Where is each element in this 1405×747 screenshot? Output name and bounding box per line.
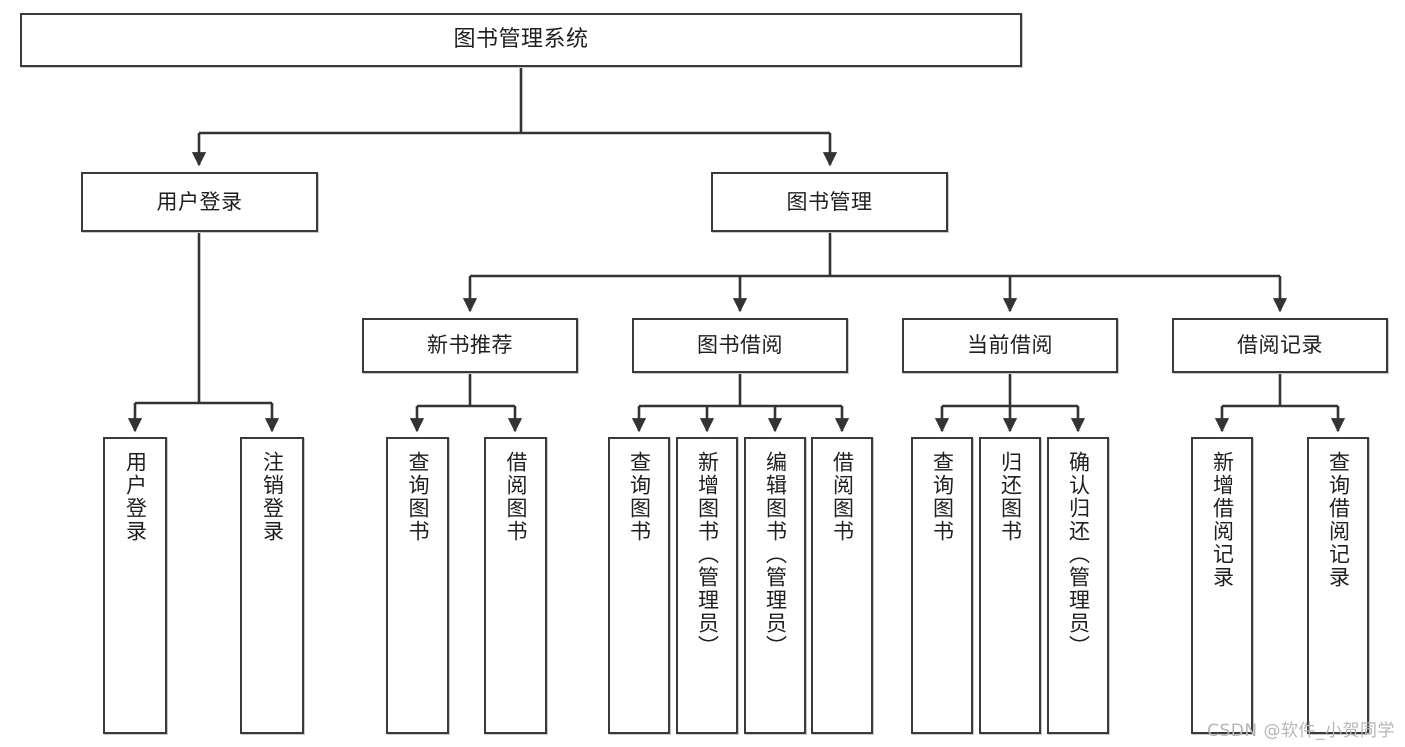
leaf-query-record[interactable]: 查询借阅记录 (1307, 437, 1369, 734)
leaf-logout-login[interactable]: 注销登录 (240, 437, 304, 734)
node-label: 确认归还（管理员） (1066, 451, 1091, 658)
leaf-return-book[interactable]: 归还图书 (979, 437, 1041, 734)
node-label: 用户登录 (123, 451, 148, 543)
node-borrow-record[interactable]: 借阅记录 (1172, 318, 1388, 373)
node-label: 注销登录 (260, 451, 285, 543)
node-user-login[interactable]: 用户登录 (81, 172, 318, 232)
leaf-user-login[interactable]: 用户登录 (103, 437, 167, 734)
leaf-edit-book[interactable]: 编辑图书（管理员） (744, 437, 806, 734)
node-label: 图书管理 (786, 189, 873, 214)
node-label: 新书推荐 (427, 333, 513, 358)
node-label: 新增借阅记录 (1210, 451, 1235, 589)
node-current-borrow[interactable]: 当前借阅 (902, 318, 1118, 373)
node-label: 当前借阅 (967, 333, 1053, 358)
leaf-borrow-book-2[interactable]: 借阅图书 (811, 437, 873, 734)
node-label: 用户登录 (156, 189, 243, 214)
node-root-system[interactable]: 图书管理系统 (20, 13, 1022, 67)
node-label: 查询图书 (627, 451, 652, 543)
node-label: 查询图书 (406, 451, 430, 543)
node-label: 归还图书 (998, 451, 1023, 543)
node-label: 查询借阅记录 (1326, 451, 1351, 589)
leaf-query-book-3[interactable]: 查询图书 (911, 437, 973, 734)
node-new-book-recommend[interactable]: 新书推荐 (362, 318, 578, 373)
leaf-query-book-2[interactable]: 查询图书 (608, 437, 670, 734)
node-label: 编辑图书（管理员） (763, 451, 788, 658)
leaf-add-record[interactable]: 新增借阅记录 (1191, 437, 1253, 734)
leaf-confirm-return[interactable]: 确认归还（管理员） (1047, 437, 1109, 734)
node-label: 图书管理系统 (453, 27, 589, 53)
node-label: 新增图书（管理员） (695, 451, 720, 658)
node-label: 查询图书 (930, 451, 955, 543)
node-label: 借阅图书 (830, 451, 855, 543)
node-book-borrow[interactable]: 图书借阅 (632, 318, 848, 373)
leaf-query-book-1[interactable]: 查询图书 (386, 437, 449, 734)
leaf-borrow-book-1[interactable]: 借阅图书 (484, 437, 547, 734)
node-label: 借阅图书 (504, 451, 528, 543)
leaf-add-book[interactable]: 新增图书（管理员） (676, 437, 738, 734)
node-book-manage[interactable]: 图书管理 (711, 172, 948, 232)
node-label: 图书借阅 (697, 333, 783, 358)
csdn-watermark: CSDN @软件_小贺同学 (1207, 721, 1395, 741)
node-label: 借阅记录 (1237, 333, 1323, 358)
